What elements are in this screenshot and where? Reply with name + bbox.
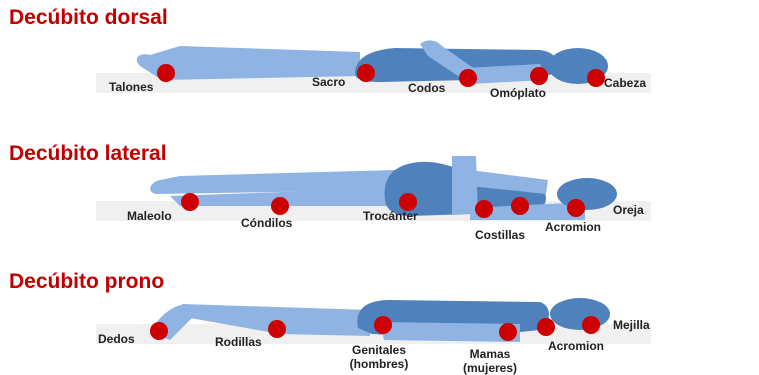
pressure-point-genitales [374, 316, 392, 334]
upper-leg-shape [150, 170, 395, 194]
pressure-point-codos [459, 69, 477, 87]
pressure-point-talones [157, 64, 175, 82]
arm-shape [380, 322, 520, 342]
pressure-point-dedos [150, 322, 168, 340]
pressure-point-omoplato [530, 67, 548, 85]
pressure-point-sacro [357, 64, 375, 82]
head-shape [550, 298, 610, 330]
section-title: Decúbito dorsal [9, 6, 168, 29]
label-genitales: Genitales (hombres) [349, 343, 409, 371]
pressure-point-mejilla [582, 316, 600, 334]
pressure-point-maleolo [181, 193, 199, 211]
label-sacro: Sacro [312, 75, 346, 89]
label-omoplato: Omóplato [490, 86, 546, 100]
section-decubito-prono: Decúbito prono Dedos Rodillas Genitales … [0, 260, 759, 375]
section-decubito-lateral: Decúbito lateral Maleolo Cóndilos Trocán… [0, 136, 759, 254]
pressure-point-condilos [271, 197, 289, 215]
lower-arm-shape [470, 202, 585, 220]
section-title: Decúbito lateral [9, 142, 167, 165]
label-acromion: Acromion [548, 339, 605, 353]
pressure-point-cabeza [587, 69, 605, 87]
label-talones: Talones [109, 80, 154, 94]
pressure-point-mamas [499, 323, 517, 341]
legs-shape [182, 304, 370, 336]
label-condilos: Cóndilos [241, 216, 293, 230]
pressure-point-acromion [511, 197, 529, 215]
label-acromion: Acromion [545, 220, 602, 234]
pressure-point-acromion [537, 318, 555, 336]
label-maleolo: Maleolo [127, 209, 172, 223]
supine-figure-diagram [96, 40, 651, 93]
label-oreja: Oreja [613, 203, 644, 217]
lateral-figure-diagram [96, 156, 651, 221]
label-cabeza: Cabeza [604, 76, 647, 90]
forearm-shape [470, 170, 548, 194]
prone-figure-diagram [96, 298, 651, 344]
pressure-point-rodillas [268, 320, 286, 338]
label-rodillas: Rodillas [215, 335, 262, 349]
pressure-point-costillas [475, 200, 493, 218]
legs-shape [136, 46, 360, 80]
label-dedos: Dedos [98, 332, 135, 346]
lower-leg-shape [170, 188, 400, 206]
label-trocanter: Trocánter [363, 209, 418, 223]
label-codos: Codos [408, 81, 446, 95]
section-decubito-dorsal: Decúbito dorsal Talones Sacro Codos Omóp… [0, 0, 759, 110]
forearm-shape [465, 64, 545, 84]
pressure-point-oreja [567, 199, 585, 217]
label-costillas: Costillas [475, 228, 526, 242]
pressure-point-trocanter [399, 193, 417, 211]
label-mejilla: Mejilla [613, 318, 650, 332]
section-title: Decúbito prono [9, 270, 165, 293]
head-shape [557, 178, 617, 210]
